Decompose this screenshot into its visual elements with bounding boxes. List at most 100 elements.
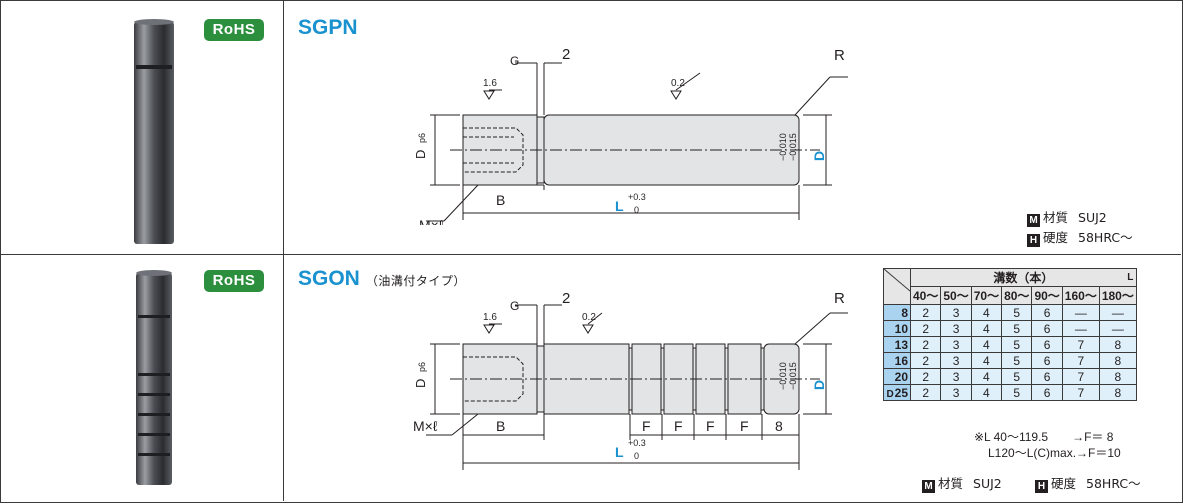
table-cell: 2 [909, 336, 942, 353]
table-column-header: 160〜 [1061, 286, 1100, 305]
table-cell: 5 [1001, 320, 1033, 337]
table-cell: 4 [970, 352, 1003, 369]
table-cell: 6 [1031, 304, 1063, 321]
sgpn-product-photo [134, 19, 174, 244]
table-cell: 2 [909, 384, 942, 401]
table-cell: 7 [1061, 368, 1100, 385]
table-cell: 2 [909, 320, 942, 337]
row-diameter: 10 [883, 320, 911, 337]
table-cell: 4 [970, 368, 1003, 385]
svg-text:L: L [615, 444, 624, 460]
svg-text:0.2: 0.2 [582, 312, 596, 323]
table-cell: 8 [1098, 352, 1137, 369]
table-cell: 8 [1098, 336, 1137, 353]
table-cell: 3 [940, 352, 972, 369]
svg-text:8: 8 [775, 418, 783, 434]
table-cell: 3 [940, 368, 972, 385]
table-cell: 3 [940, 304, 972, 321]
table-cell: 4 [970, 336, 1003, 353]
table-cell: — [1061, 304, 1100, 321]
rohs-badge: RoHS [204, 270, 264, 292]
table-column-header: 50〜 [940, 286, 972, 305]
svg-text:F: F [674, 418, 683, 434]
svg-text:0: 0 [634, 205, 639, 215]
table-cell: 2 [909, 352, 942, 369]
svg-text:1.6: 1.6 [483, 78, 497, 89]
svg-text:2: 2 [562, 290, 570, 307]
table-cell: 7 [1061, 384, 1100, 401]
f-note-1: ※L 40〜119.5 →F＝ 8 [974, 430, 1114, 444]
svg-text:G: G [510, 54, 519, 68]
svg-text:−0.010: −0.010 [778, 362, 788, 390]
table-title: 溝数（本） [910, 268, 1137, 287]
table-cell: 6 [1031, 336, 1063, 353]
svg-text:G: G [510, 299, 519, 313]
svg-text:D: D [811, 380, 827, 390]
row-diameter: 20 [883, 368, 911, 385]
f-note-2: L120〜L(C)max.→F＝10 [988, 446, 1121, 460]
svg-text:2: 2 [562, 46, 570, 63]
rohs-badge: RoHS [204, 19, 264, 41]
row-divider [0, 254, 1181, 255]
table-cell: 4 [970, 320, 1003, 337]
svg-text:D: D [811, 151, 827, 161]
svg-text:0.2: 0.2 [671, 78, 685, 89]
svg-text:R: R [834, 47, 845, 64]
svg-text:−0.010: −0.010 [778, 133, 788, 161]
svg-text:M×ℓ: M×ℓ [413, 418, 438, 434]
table-cell: 5 [1001, 384, 1033, 401]
svg-text:B: B [496, 192, 505, 208]
svg-text:M×ℓ: M×ℓ [419, 217, 444, 225]
table-cell: 6 [1031, 384, 1063, 401]
svg-text:R: R [834, 290, 845, 307]
svg-text:F: F [706, 418, 715, 434]
table-cell: 5 [1001, 304, 1033, 321]
svg-text:−0.015: −0.015 [788, 133, 798, 161]
svg-text:−0.015: −0.015 [788, 362, 798, 390]
table-header-row: 40〜50〜70〜80〜90〜160〜180〜 [884, 286, 1137, 305]
model-title-sgon: SGON（油溝付タイプ） [298, 267, 466, 290]
table-column-header: 40〜 [909, 286, 942, 305]
table-cell: 7 [1061, 352, 1100, 369]
svg-text:F: F [740, 418, 749, 434]
table-column-header: 70〜 [970, 286, 1003, 305]
table-cell: 5 [1001, 368, 1033, 385]
row-diameter: 25 [883, 384, 911, 401]
table-cell: 8 [1098, 384, 1137, 401]
table-cell: 2 [909, 368, 942, 385]
column-divider [283, 0, 284, 501]
svg-text:1.6: 1.6 [483, 312, 497, 323]
table-cell: 4 [970, 304, 1003, 321]
table-cell: 8 [1098, 368, 1137, 385]
table-cell: — [1098, 320, 1137, 337]
svg-text:D: D [413, 150, 428, 159]
table-cell: 4 [970, 384, 1003, 401]
table-cell: — [1061, 320, 1100, 337]
table-cell: 6 [1031, 368, 1063, 385]
svg-text:L: L [615, 198, 624, 214]
model-title-sgpn: SGPN [298, 16, 358, 39]
svg-text:p6: p6 [417, 362, 427, 372]
svg-text:F: F [642, 418, 651, 434]
table-cell: 5 [1001, 352, 1033, 369]
table-cell: 6 [1031, 320, 1063, 337]
sgon-drawing: 1.6 G 2 0.2 R D p6 M×ℓ B F F F F 8 L +0.… [413, 290, 848, 470]
table-cell: 7 [1061, 336, 1100, 353]
table-column-header: 90〜 [1031, 286, 1063, 305]
table-cell: — [1098, 304, 1137, 321]
row-diameter: 8 [883, 304, 911, 321]
svg-text:0: 0 [634, 451, 639, 461]
table-cell: 3 [940, 384, 972, 401]
table-cell: 6 [1031, 352, 1063, 369]
sgon-product-photo [136, 270, 172, 485]
row-diameter: 16 [883, 352, 911, 369]
table-column-header: 80〜 [1001, 286, 1033, 305]
